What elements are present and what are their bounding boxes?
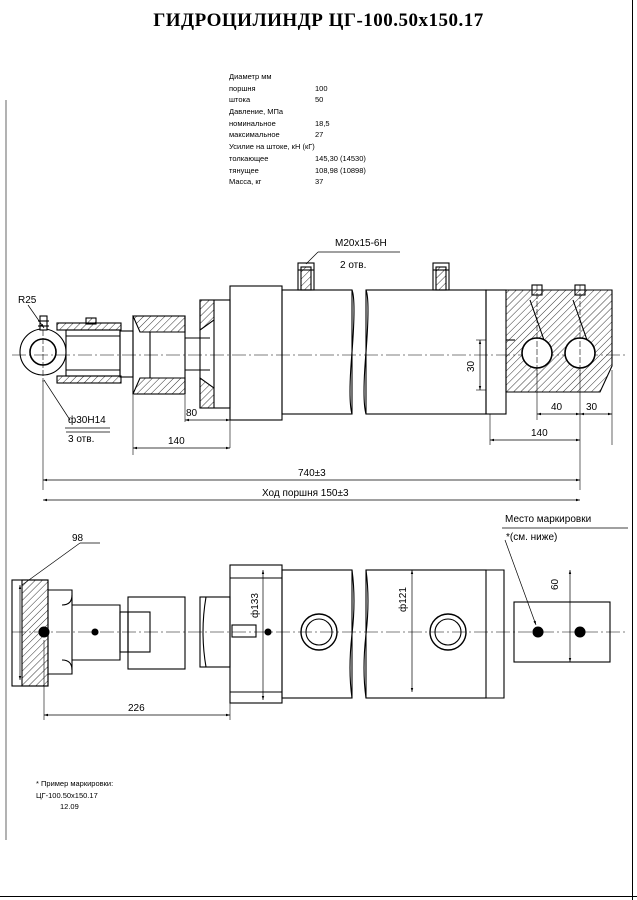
- spec-label: номинальное: [229, 118, 276, 128]
- drawing-title: ГИДРОЦИЛИНДР ЦГ-100.50x150.17: [153, 10, 484, 31]
- spec-label: Диаметр мм: [229, 72, 272, 81]
- spec-row: Диаметр мм: [229, 71, 419, 83]
- head-flange: [229, 285, 283, 421]
- spec-label: поршня: [229, 83, 256, 93]
- note-line: * Пример маркировки:: [36, 779, 114, 788]
- spec-label: Давление, МПа: [229, 107, 284, 117]
- note-line: 12.09: [60, 802, 79, 811]
- spec-label: штока: [229, 95, 251, 105]
- spec-row: Масса, кг 37: [229, 176, 419, 188]
- spec-table: Диаметр мм поршня 100 штока 50 Давление, М…: [229, 71, 419, 188]
- dim-226: 226: [128, 703, 145, 714]
- dim-80: 80: [186, 408, 198, 419]
- spec-label: толкающее: [229, 153, 269, 163]
- spec-value: 18,5: [315, 118, 330, 128]
- note-line: ЦГ-100.50x150.17: [36, 790, 98, 800]
- spec-row: максимальное 27: [229, 129, 419, 141]
- spec-label: Усилие на штоке, кН (кГ): [229, 142, 315, 152]
- hole-dia-dim: ф30H14: [68, 414, 106, 426]
- ports-dim: 2 отв.: [340, 260, 366, 271]
- holes-dim: 3 отв.: [68, 434, 94, 445]
- dim-30-mid: 30: [466, 360, 477, 372]
- dim-dia-121: ф121: [397, 587, 409, 612]
- marking-place-label: Место маркировки: [505, 514, 591, 525]
- frame-border-right: [632, 0, 633, 900]
- spec-row: тянущее 108,98 (10898): [229, 165, 419, 177]
- spec-row: номинальное 18,5: [229, 118, 419, 130]
- spec-row: Давление, МПа: [229, 106, 419, 118]
- spec-row: поршня 100: [229, 83, 419, 95]
- spec-value: 37: [315, 177, 324, 187]
- spec-row: Усилие на штоке, кН (кГ): [229, 141, 419, 153]
- spec-label: Масса, кг: [229, 177, 262, 187]
- dim-140-left: 140: [168, 436, 185, 447]
- spec-value: 50: [315, 95, 324, 105]
- marking-example-note: * Пример маркировки: ЦГ-100.50x150.17 12…: [36, 778, 113, 813]
- frame-border-bottom: [0, 896, 637, 897]
- dim-98: 98: [72, 533, 84, 544]
- spec-label: максимальное: [229, 130, 280, 140]
- spec-row: толкающее 145,30 (14530): [229, 153, 419, 165]
- dim-40: 40: [551, 402, 563, 413]
- spec-value: 27: [315, 130, 324, 140]
- dim-140-right: 140: [531, 428, 548, 439]
- marking-ref-label: *(см. ниже): [506, 532, 557, 543]
- dim-dia-133: ф133: [249, 593, 261, 618]
- dim-30-right: 30: [586, 402, 598, 413]
- thread-dim: M20x15-6H: [335, 238, 387, 249]
- spec-value: 145,30 (14530): [315, 153, 366, 163]
- radius-dim: R25: [18, 295, 37, 306]
- spec-value: 108,98 (10898): [315, 165, 366, 175]
- spec-row: штока 50: [229, 94, 419, 106]
- dim-stroke: Ход поршня 150±3: [262, 488, 349, 499]
- spec-label: тянущее: [229, 165, 259, 175]
- spec-value: 100: [315, 83, 328, 93]
- dim-60: 60: [550, 578, 561, 590]
- dim-total: 740±3: [298, 468, 326, 479]
